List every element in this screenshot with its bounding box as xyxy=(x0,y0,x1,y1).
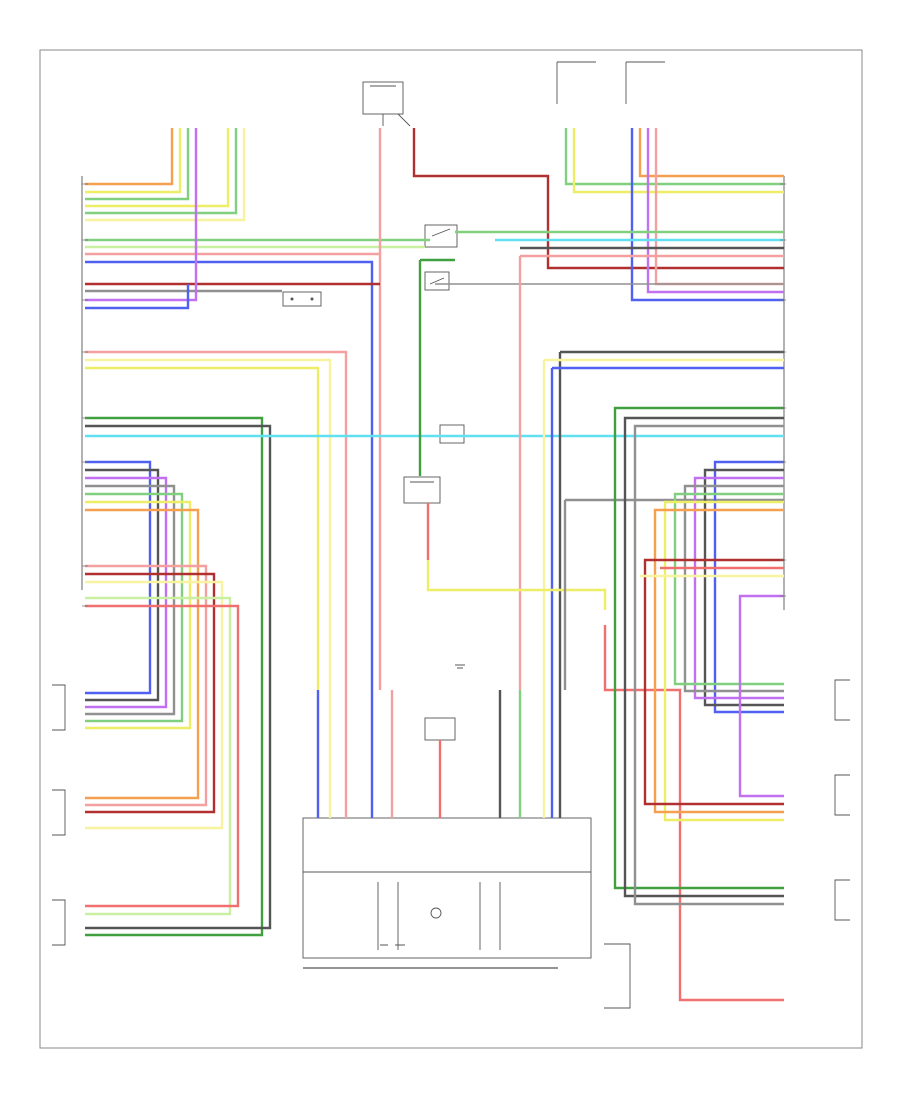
wires-right-middle xyxy=(613,406,784,906)
ground-symbols xyxy=(380,664,465,946)
center-small-component xyxy=(424,717,456,741)
diagram-frame xyxy=(39,49,863,1049)
left-connector-lower1 xyxy=(52,789,66,836)
left-mid-switch xyxy=(282,291,322,307)
center-switch-top xyxy=(424,224,458,248)
right-connector-lower1 xyxy=(834,774,850,816)
center-connector xyxy=(403,476,441,504)
center-switch-mid xyxy=(424,271,450,291)
bottom-right-small-component xyxy=(604,943,631,1009)
top-right-component-a xyxy=(556,61,596,104)
left-connector-mid xyxy=(52,684,66,731)
bottom-center-module xyxy=(302,817,592,959)
top-center-component xyxy=(362,81,404,115)
right-connector-mid xyxy=(834,679,850,721)
wires-left-upper xyxy=(85,128,430,690)
wires-bottom-module xyxy=(316,690,562,818)
left-pin-stubs xyxy=(82,183,88,607)
right-pin-stubs xyxy=(780,183,786,597)
wires-left-middle xyxy=(85,416,784,937)
wires-top-right xyxy=(378,128,784,690)
left-connector-lower2 xyxy=(52,899,66,946)
center-switch-lower xyxy=(439,424,465,444)
right-connector-lower2 xyxy=(834,879,850,921)
top-right-component-b xyxy=(625,61,665,104)
